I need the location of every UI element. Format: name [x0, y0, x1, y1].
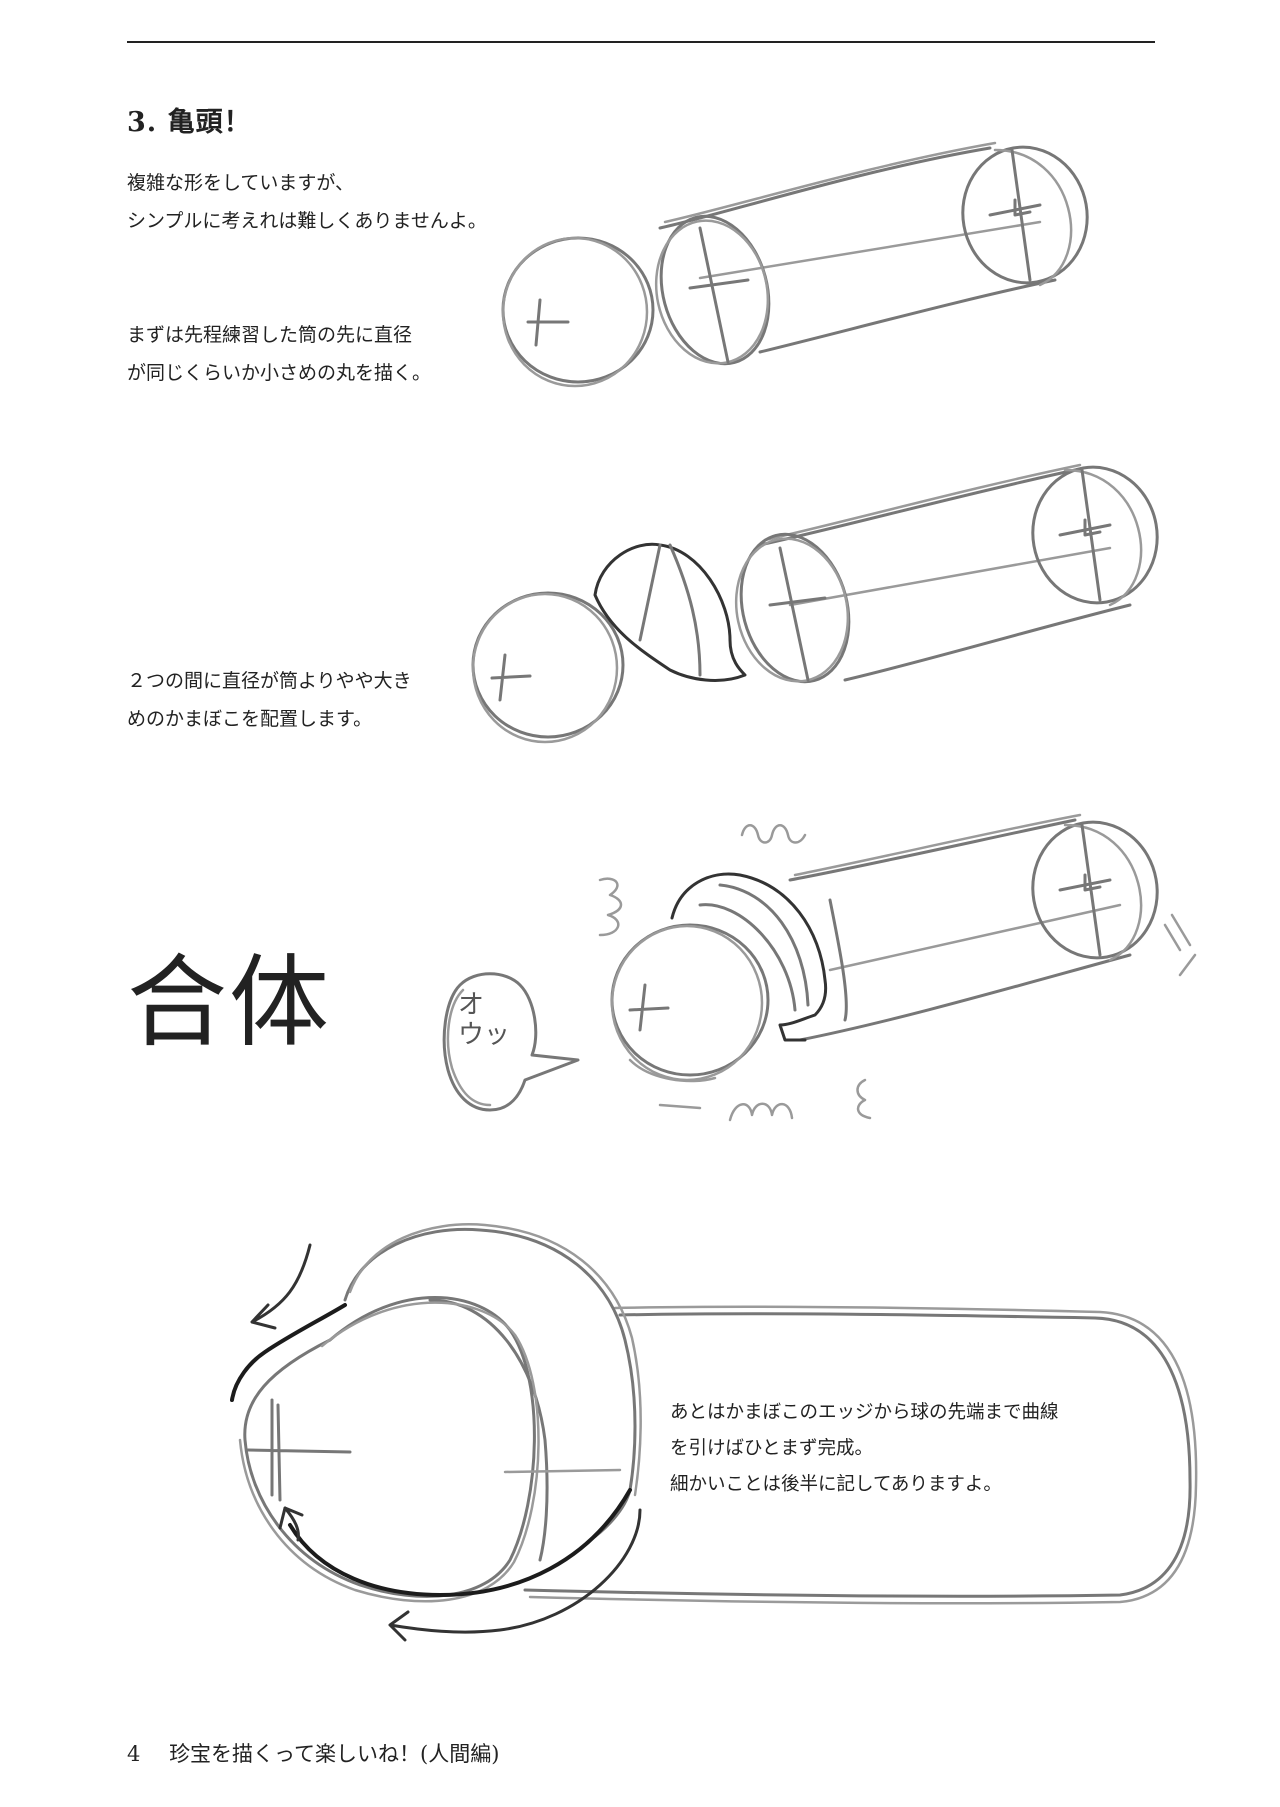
fig4-kamaboko-outer-sketch [348, 1223, 642, 1497]
fig3-tube-top [788, 818, 1077, 882]
fig3-kamaboko [670, 872, 828, 1042]
step1-paragraph: まずは先程練習した筒の先に直径 が同じくらいか小さめの丸を描く。 [127, 316, 431, 392]
fig2-kamaboko-face [638, 543, 702, 677]
fig4-sphere [243, 1296, 536, 1598]
fig2-tube-axis [788, 546, 1112, 607]
fig4-arrow-top [250, 1243, 312, 1330]
fig1-tube-axis [698, 220, 1042, 280]
intro-line-2: シンプルに考えれは難しくありませんよ。 [127, 210, 487, 232]
speech-bubble-line-2: ウッ [458, 1020, 511, 1050]
page-footer: 4 珍宝を描くって楽しいね！(人間編) [127, 1738, 499, 1768]
fig3-speech-bubble-sketch [446, 988, 492, 1107]
fig2-sphere-sketch [471, 592, 619, 744]
figure-3-merged [442, 813, 1197, 1122]
top-rule [127, 41, 1155, 43]
fig2-tube-bottom [843, 603, 1132, 682]
fig4-tube-outline [523, 1312, 1192, 1598]
fig3-tube-bottom [798, 953, 1132, 1042]
fig4-edge-curve-top [230, 1303, 347, 1402]
fig3-motion-right [1163, 913, 1197, 977]
fig4-axis-line [503, 1468, 622, 1474]
fig1-tube-far-end [961, 145, 1089, 285]
step1-line-2: が同じくらいか小さめの丸を描く。 [127, 362, 432, 384]
fig3-far-end-sketch [1063, 823, 1143, 962]
fig3-tube-axis [828, 903, 1122, 972]
fig2-tube-near-end [739, 532, 851, 684]
fig2-near-cross [768, 546, 827, 682]
fig1-tube-bottom [758, 278, 1057, 354]
step4-line-2: を引けばひとまず完成。 [670, 1438, 873, 1459]
fig4-arrow-left [278, 1506, 304, 1542]
fig2-far-cross [1058, 468, 1112, 602]
fig1-far-end-sketch [993, 148, 1073, 287]
fig1-tube-top-sketch [663, 141, 997, 224]
intro-line-1: 複雑な形をしていますが、 [127, 172, 355, 194]
figure-1-sphere-and-tube [501, 141, 1089, 388]
step2-line-1: ２つの間に直径が筒よりやや大き [127, 670, 412, 692]
fig4-sphere-cross [246, 1398, 352, 1502]
speech-bubble-line-1: オ [458, 990, 485, 1020]
figure-2-with-kamaboko [471, 463, 1159, 744]
fig3-motion-left [598, 877, 623, 937]
fig3-motion-bottom [658, 1078, 872, 1122]
fig2-tube-top-sketch [763, 463, 1082, 542]
fig2-tube-top [758, 468, 1077, 547]
speech-bubble-text: オ ウッ [458, 990, 518, 1050]
fig1-sphere-sketch [501, 236, 649, 388]
book-title: 珍宝を描くって楽しいね！(人間編) [169, 1742, 500, 1766]
fig4-sphere-sketch [238, 1301, 540, 1603]
fig1-sphere-cross [526, 298, 570, 347]
fig2-tube-far-end [1031, 465, 1159, 605]
fig3-tube-far-end [1031, 820, 1159, 960]
fig1-far-cross [988, 148, 1042, 282]
fig3-tube-near-edge [828, 898, 848, 1022]
fig2-kamaboko [593, 542, 747, 682]
fig2-far-end-sketch [1063, 468, 1143, 607]
fig4-tube-outline-sketch [528, 1305, 1198, 1605]
fig3-kamaboko-inner [698, 883, 810, 1012]
step2-line-2: めのかまぼこを配置します。 [127, 708, 373, 730]
fig3-tube-top-sketch [793, 813, 1082, 877]
fig4-kamaboko-outer [343, 1227, 637, 1542]
step4-line-3: 細かいことは後半に記してありますよ。 [670, 1474, 1002, 1495]
intro-paragraph: 複雑な形をしていますが、 シンプルに考えれは難しくありませんよ。 [127, 164, 487, 240]
figure-4-completed [230, 1223, 1198, 1642]
fig3-motion-top [740, 824, 807, 844]
step2-paragraph: ２つの間に直径が筒よりやや大き めのかまぼこを配置します。 [127, 662, 412, 738]
section-title: 3. 亀頭！ [127, 107, 252, 138]
fig3-speech-bubble [442, 972, 580, 1112]
fig3-sphere-cross [628, 983, 670, 1032]
fig4-kamaboko-inner [428, 1298, 549, 1562]
step1-line-1: まずは先程練習した筒の先に直径 [127, 324, 413, 346]
merge-title: 合体 [127, 944, 331, 1061]
fig3-far-cross [1058, 823, 1112, 957]
fig1-near-cross [688, 226, 750, 364]
page-number: 4 [127, 1742, 141, 1766]
step4-paragraph: あとはかまぼこのエッジから球の先端まで曲線 を引けばひとまず完成。 細かいことは… [670, 1395, 1059, 1503]
fig4-edge-curve-bottom [288, 1488, 632, 1597]
fig2-sphere-cross [490, 653, 532, 702]
fig3-sphere-sketch [610, 924, 764, 1082]
fig4-arrow-bottom [388, 1508, 642, 1642]
step4-line-1: あとはかまぼこのエッジから球の先端まで曲線 [670, 1402, 1059, 1423]
fig3-sphere-shadow [628, 1058, 717, 1083]
